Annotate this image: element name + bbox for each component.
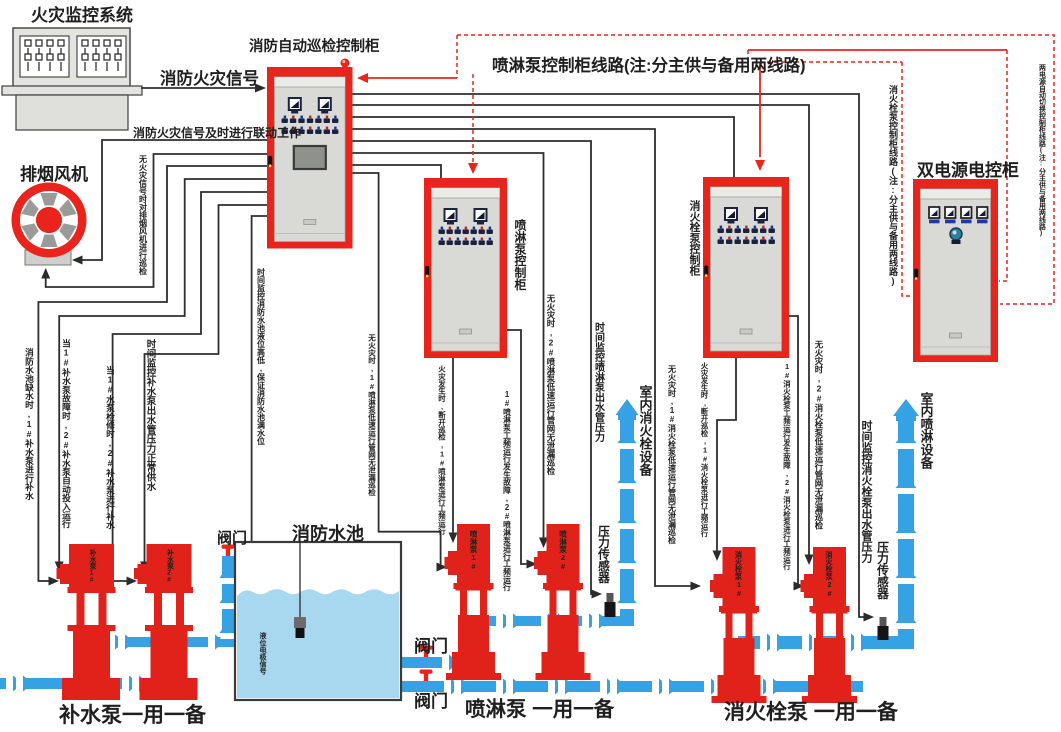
svg-text:无火灾信号时对排烟风机进行巡检: 无火灾信号时对排烟风机进行巡检: [138, 155, 148, 276]
svg-text:补水泵2#: 补水泵2#: [166, 548, 175, 583]
svg-text:喷淋泵2#: 喷淋泵2#: [558, 529, 567, 571]
svg-text:无火灾时,1#喷淋泵低速运行管网无泄漏巡检: 无火灾时,1#喷淋泵低速运行管网无泄漏巡检: [367, 334, 376, 498]
svg-text:压力传感器: 压力传感器: [597, 524, 611, 584]
svg-text:两电源自动切换控制柜线路(注:分主供与备用两线路): 两电源自动切换控制柜线路(注:分主供与备用两线路): [1038, 64, 1047, 237]
svg-text:1#消火栓泵工频运行发生故障,2#消火栓泵进行工频运行: 1#消火栓泵工频运行发生故障,2#消火栓泵进行工频运行: [782, 362, 791, 571]
svg-text:无火灾时,2#喷淋泵低速运行管网无泄漏巡检: 无火灾时,2#喷淋泵低速运行管网无泄漏巡检: [546, 294, 556, 476]
svg-text:时间监控喷淋泵出水管压力: 时间监控喷淋泵出水管压力: [593, 321, 606, 443]
svg-text:补水泵1#: 补水泵1#: [88, 548, 97, 583]
svg-text:消防水池: 消防水池: [292, 523, 364, 544]
svg-text:喷淋泵 一用一备: 喷淋泵 一用一备: [465, 697, 615, 721]
svg-text:火灾监控系统: 火灾监控系统: [31, 5, 133, 25]
svg-text:1#喷淋泵工频运行发生故障,2#喷淋泵进行工频运行: 1#喷淋泵工频运行发生故障,2#喷淋泵进行工频运行: [502, 390, 511, 592]
svg-text:消火栓泵1#: 消火栓泵1#: [734, 550, 743, 597]
svg-text:无火灾时,1#消火栓泵低速运行管网无泄漏巡检: 无火灾时,1#消火栓泵低速运行管网无泄漏巡检: [667, 365, 677, 545]
svg-text:阀门: 阀门: [414, 691, 448, 711]
svg-text:阀门: 阀门: [414, 636, 448, 656]
svg-text:消防水池缺水时,1#补水泵进行补水: 消防水池缺水时,1#补水泵进行补水: [24, 347, 34, 501]
svg-text:当1#补水泵故障时,2#补水泵自动投入运行: 当1#补水泵故障时,2#补水泵自动投入运行: [61, 338, 71, 529]
svg-text:时间监控补水泵出水管压力正常供水: 时间监控补水泵出水管压力正常供水: [145, 338, 158, 492]
svg-text:消火栓泵 一用一备: 消火栓泵 一用一备: [724, 700, 899, 724]
svg-text:时间监控消防水池液位高低,保证消防水池满水位: 时间监控消防水池液位高低,保证消防水池满水位: [256, 267, 266, 446]
svg-text:液位电极信号: 液位电极信号: [259, 631, 267, 675]
svg-text:火灾发生时,断开巡检,1#消火栓泵进行工频运行: 火灾发生时,断开巡检,1#消火栓泵进行工频运行: [700, 362, 709, 538]
svg-text:喷淋泵控制柜: 喷淋泵控制柜: [513, 218, 527, 290]
svg-text:压力传感器: 压力传感器: [876, 540, 890, 600]
svg-text:室内消火栓设备: 室内消火栓设备: [638, 384, 654, 477]
svg-text:消防火灾信号: 消防火灾信号: [160, 68, 259, 88]
svg-text:补水泵一用一备: 补水泵一用一备: [58, 703, 207, 727]
svg-text:双电源电控柜: 双电源电控柜: [917, 160, 1019, 180]
svg-text:火灾发生时,断开巡检,1#喷淋泵进行工频运行: 火灾发生时,断开巡检,1#喷淋泵进行工频运行: [437, 365, 446, 535]
svg-text:消火栓泵控制柜线路(注:分主供与备用两线路): 消火栓泵控制柜线路(注:分主供与备用两线路): [888, 84, 899, 286]
svg-text:消火栓泵控制柜: 消火栓泵控制柜: [688, 199, 701, 277]
svg-text:喷淋泵控制柜线路(注:分主供与备用两线路): 喷淋泵控制柜线路(注:分主供与备用两线路): [492, 55, 805, 75]
svg-text:喷淋泵1#: 喷淋泵1#: [469, 529, 478, 571]
svg-text:无火灾时,2#消火栓泵低速运行管网无泄漏巡检: 无火灾时,2#消火栓泵低速运行管网无泄漏巡检: [814, 340, 824, 530]
svg-text:排烟风机: 排烟风机: [20, 164, 88, 184]
svg-text:室内喷淋设备: 室内喷淋设备: [919, 391, 934, 470]
svg-text:时间监控消火栓泵出水管压力: 时间监控消火栓泵出水管压力: [860, 419, 873, 564]
svg-text:消防火灾信号及时进行联动工作: 消防火灾信号及时进行联动工作: [133, 125, 301, 140]
svg-text:消火栓泵2#: 消火栓泵2#: [825, 550, 834, 597]
svg-text:当1#水泵检修时,2#补水泵进行补水: 当1#水泵检修时,2#补水泵进行补水: [105, 365, 115, 530]
svg-text:阀门: 阀门: [217, 529, 247, 547]
svg-text:消防自动巡检控制柜: 消防自动巡检控制柜: [249, 37, 380, 55]
